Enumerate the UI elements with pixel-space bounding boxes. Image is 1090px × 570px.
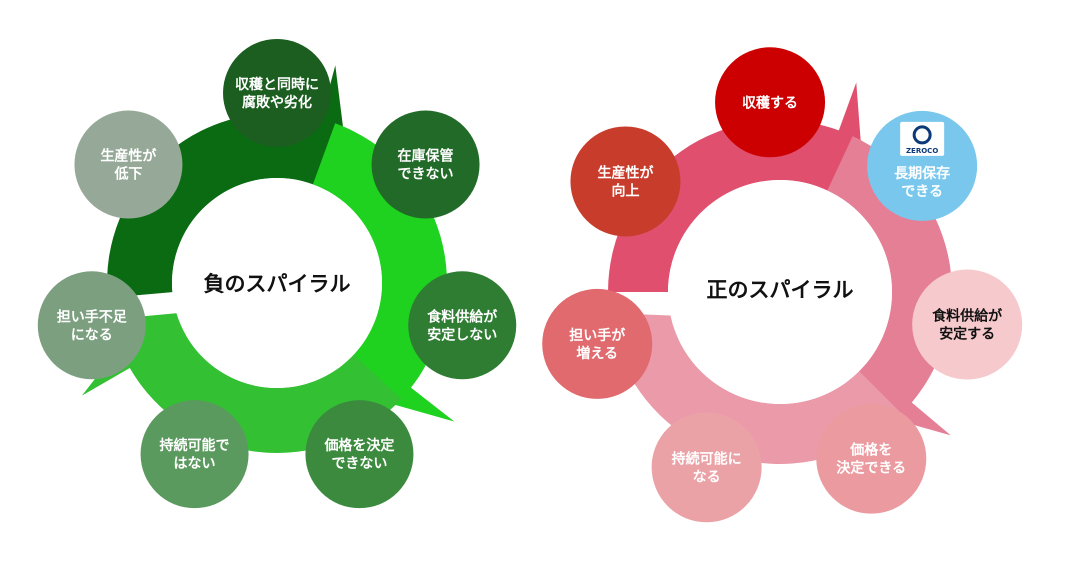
positive-node-circle	[912, 269, 1023, 380]
negative-spiral-title: 負のスパイラル	[204, 272, 351, 296]
positive-node-label: 収穫する	[742, 94, 798, 111]
negative-node-label: 持続可能で	[160, 437, 230, 454]
negative-node-label: 担い手不足	[57, 308, 128, 325]
positive-node-label: 長期保存	[894, 165, 950, 182]
positive-node-circle	[651, 412, 762, 523]
positive-node-circle	[867, 110, 978, 221]
negative-node-label: はない	[174, 456, 216, 472]
zeroco-logo-icon: ZEROCO	[900, 121, 945, 156]
negative-node-circle	[408, 271, 517, 380]
svg-text:ZEROCO: ZEROCO	[906, 147, 938, 155]
positive-spiral-title: 正のスパイラル	[707, 278, 854, 302]
positive-node-label: 安定する	[939, 326, 995, 343]
negative-cycle-nodes: 収穫と同時に腐敗や劣化在庫保管できない食料供給が安定しない価格を決定できない持続…	[37, 39, 517, 509]
negative-node-circle	[74, 110, 183, 219]
negative-node-label: 生産性が	[100, 148, 157, 165]
positive-node-circle	[570, 126, 681, 237]
positive-node-label: 生産性が	[597, 164, 654, 181]
negative-node-circle	[37, 271, 146, 380]
negative-node-label: できない	[398, 167, 454, 183]
negative-node-circle	[305, 400, 414, 509]
positive-node: 収穫する	[715, 47, 826, 158]
negative-node-label: になる	[71, 327, 113, 343]
positive-cycle-ring	[577, 82, 952, 465]
positive-node-label: 持続可能に	[672, 450, 742, 467]
negative-node-circle	[371, 110, 480, 219]
positive-node-circle	[816, 403, 927, 514]
negative-node-label: 安定しない	[427, 326, 497, 343]
negative-node-label: できない	[331, 456, 387, 472]
negative-node-circle	[140, 400, 249, 509]
positive-node-circle	[715, 47, 826, 158]
positive-node-label: 決定できる	[836, 460, 906, 477]
negative-node-label: 収穫と同時に	[235, 76, 319, 93]
positive-node-label: 増える	[576, 345, 618, 362]
positive-ring-arrow	[577, 314, 902, 465]
positive-node-label: なる	[693, 469, 721, 485]
positive-node-circle	[542, 288, 653, 399]
negative-node-label: 低下	[113, 166, 142, 183]
negative-node-label: 在庫保管	[398, 148, 454, 165]
positive-node-label: 担い手が	[569, 327, 626, 344]
negative-node-label: 腐敗や劣化	[242, 94, 312, 111]
positive-cycle-nodes: 収穫するZEROCO長期保存できる食料供給が安定する価格を決定できる持続可能にな…	[542, 47, 1023, 523]
negative-center-disk	[172, 178, 382, 388]
negative-node-label: 食料供給が	[427, 308, 498, 325]
positive-center-disk	[668, 180, 892, 404]
negative-node-circle	[223, 39, 331, 147]
positive-node-label: 食料供給が	[932, 308, 1003, 325]
negative-node-label: 価格を決定	[323, 437, 394, 454]
positive-node-label: 向上	[611, 182, 639, 199]
positive-node-label: 価格を	[849, 442, 892, 459]
positive-node-label: できる	[901, 184, 943, 200]
